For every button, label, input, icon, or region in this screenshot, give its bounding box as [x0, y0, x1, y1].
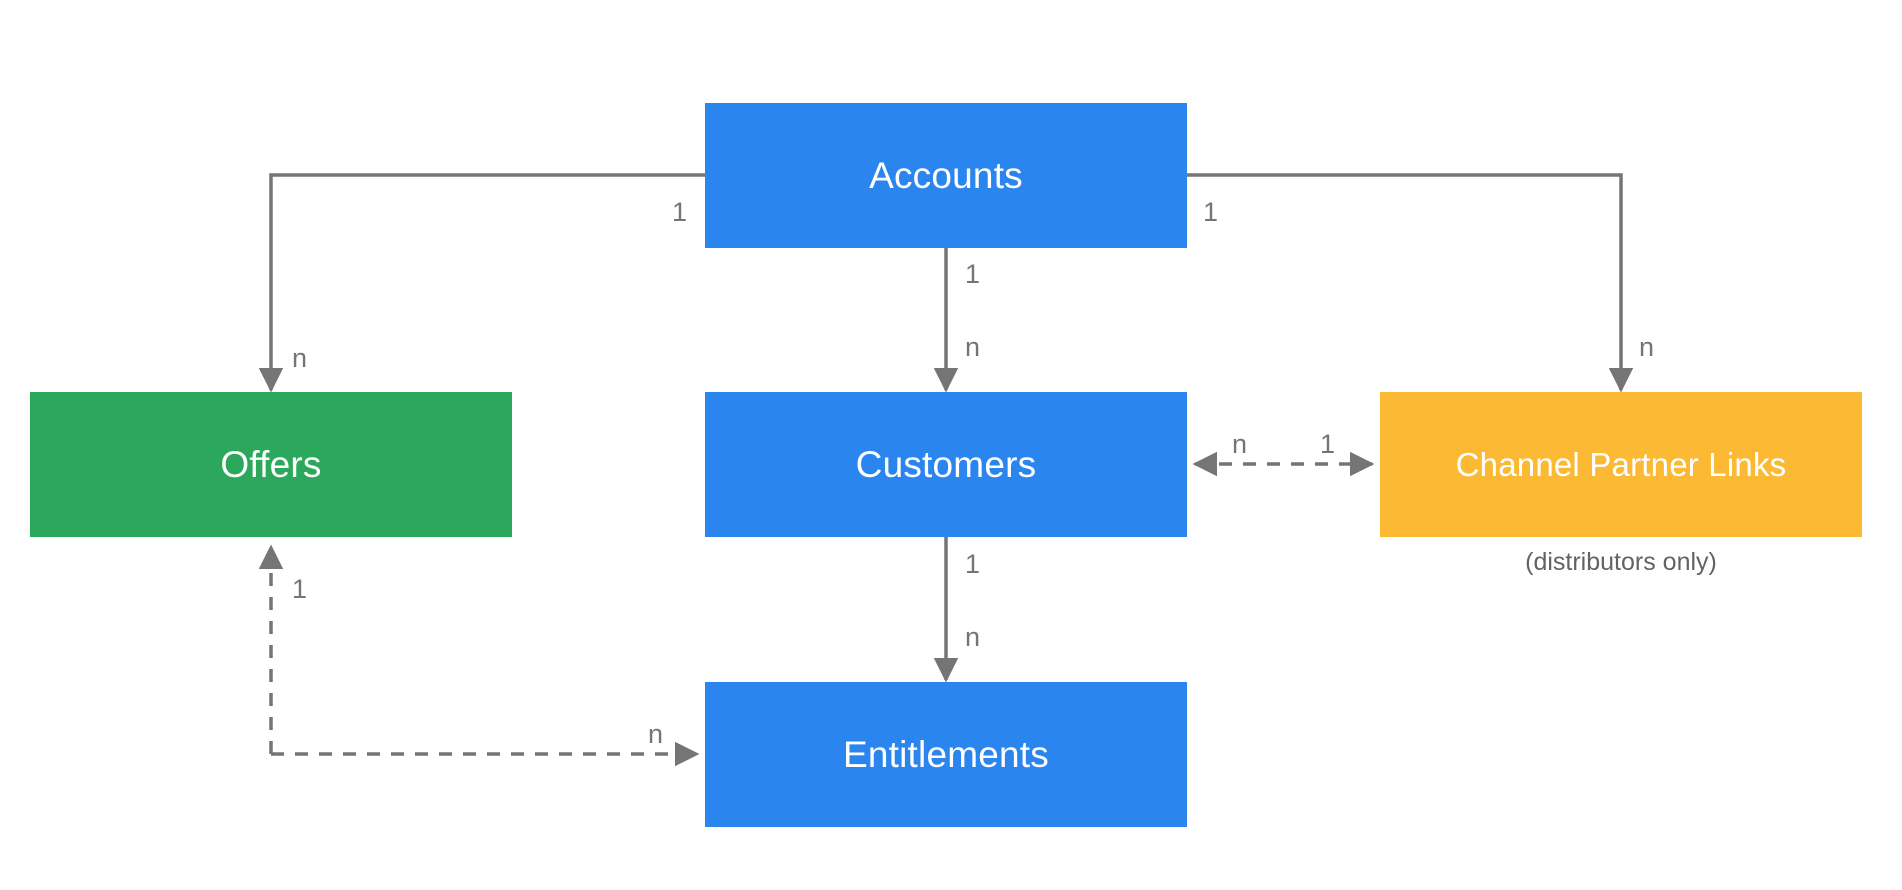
- edge-accounts-offers: [258, 173, 705, 393]
- edge-label-accounts-cpl-source: 1: [1203, 197, 1219, 227]
- caption-channel-partner-links: (distributors only): [1525, 548, 1717, 576]
- edge-label-accounts-offers-source: 1: [672, 197, 688, 227]
- edge-label-accounts-offers-target: n: [292, 343, 308, 373]
- edge-label-offers-entitlements-source: 1: [292, 574, 308, 604]
- node-customers-label: Customers: [855, 444, 1037, 485]
- edge-accounts-channel-partner-links: [1187, 173, 1634, 393]
- edge-label-customers-cpl-target: 1: [1320, 429, 1336, 459]
- node-accounts-label: Accounts: [869, 155, 1023, 196]
- edge-label-accounts-cpl-target: n: [1639, 332, 1655, 362]
- edge-label-customers-entitlements-target: n: [965, 622, 981, 652]
- edge-label-accounts-customers-source: 1: [965, 259, 981, 289]
- edge-label-accounts-customers-target: n: [965, 332, 981, 362]
- node-channel-partner-links[interactable]: Channel Partner Links: [1380, 392, 1862, 537]
- node-customers[interactable]: Customers: [705, 392, 1187, 537]
- node-accounts[interactable]: Accounts: [705, 103, 1187, 248]
- node-offers[interactable]: Offers: [30, 392, 512, 537]
- edge-label-offers-entitlements-target: n: [648, 719, 664, 749]
- node-entitlements[interactable]: Entitlements: [705, 682, 1187, 827]
- node-channel-partner-links-label: Channel Partner Links: [1455, 446, 1787, 483]
- edge-label-customers-entitlements-source: 1: [965, 549, 981, 579]
- node-entitlements-label: Entitlements: [843, 734, 1049, 775]
- edge-label-customers-cpl-source: n: [1232, 429, 1248, 459]
- node-offers-label: Offers: [220, 444, 322, 485]
